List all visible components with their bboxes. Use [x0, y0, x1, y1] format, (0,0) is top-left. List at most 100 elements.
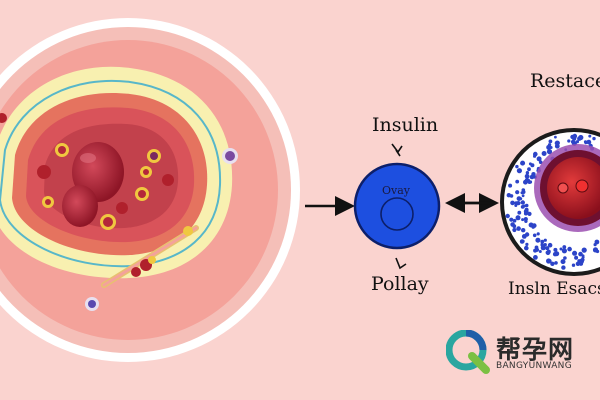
receptor-dot: [508, 183, 513, 188]
receptor-dot: [536, 232, 540, 236]
nucleus: [62, 142, 124, 227]
ovay-label: Ovay: [382, 184, 411, 197]
receptor-dot: [527, 167, 531, 172]
receptor-dot: [516, 201, 521, 206]
receptor-dot: [538, 250, 542, 253]
receptor-dot: [517, 210, 522, 215]
pointer-bottom: [395, 257, 407, 270]
receptor-dot: [592, 136, 596, 141]
restace-label: Restace: [530, 70, 600, 92]
receptor-dot: [538, 160, 543, 164]
receptor-dot: [543, 243, 547, 247]
receptor-dot: [521, 190, 526, 194]
receptor-dot: [515, 179, 520, 184]
receptor-dot: [577, 136, 582, 141]
receptor-dot: [572, 133, 578, 139]
receptor-dot: [510, 200, 515, 206]
receptor-dot: [524, 173, 530, 179]
receptor-dot: [535, 237, 541, 243]
receptor-dot: [533, 255, 538, 260]
receptor-dot: [524, 245, 529, 251]
receptor-dot: [554, 261, 558, 265]
receptor-dot: [519, 239, 525, 244]
receptor-dot: [516, 226, 521, 231]
receptor-dot: [515, 215, 521, 221]
receptor-dot: [524, 203, 529, 208]
insln-esacs-label: Insln Esacs: [508, 279, 600, 299]
receptor-dot: [588, 134, 592, 138]
receptor-dot: [512, 227, 517, 233]
receptor-dot: [516, 196, 522, 202]
receptor-dot: [559, 247, 563, 251]
receptor-dot: [574, 255, 579, 260]
receptor-dot: [540, 242, 544, 246]
receptor-dot: [531, 172, 536, 177]
receptor-dot: [554, 251, 560, 257]
watermark-chinese: 帮孕网: [496, 335, 575, 364]
receptor-dot: [593, 243, 597, 247]
receptor-dot: [521, 218, 525, 222]
receptor-dot: [520, 205, 525, 209]
insulin-label: Insulin: [372, 114, 439, 136]
receptor-dot: [547, 143, 552, 147]
receptor-dot: [520, 160, 526, 166]
watermark-english: BANGYUNWANG: [496, 361, 572, 371]
receptor-dot: [553, 247, 558, 252]
receptor-dot: [554, 143, 560, 149]
receptor-dot: [548, 139, 553, 144]
receptor-dot: [530, 163, 535, 168]
receptor-dot: [516, 168, 523, 174]
receptor-dot: [567, 139, 571, 143]
receptor-dot: [512, 218, 517, 223]
receptor-dot: [560, 259, 566, 265]
receptor-dot: [533, 151, 538, 157]
receptor-dot: [575, 261, 581, 266]
receptor-dot: [561, 248, 568, 254]
receptor-dot: [536, 156, 542, 162]
receptor-dot: [543, 238, 547, 242]
receptor-dot: [578, 251, 583, 257]
receptor-dot: [521, 228, 526, 233]
receptor-dot: [545, 246, 550, 251]
receptor-dot: [581, 254, 585, 258]
receptor-dot: [532, 233, 537, 238]
target-cell: [500, 128, 600, 276]
receptor-dot: [561, 265, 566, 270]
receptor-dot: [521, 234, 527, 239]
blue-cell: [353, 162, 441, 250]
receptor-dot: [520, 200, 525, 205]
receptor-dot: [524, 219, 528, 223]
receptor-dot: [523, 211, 528, 216]
receptor-dot: [571, 263, 576, 267]
receptor-dot: [549, 146, 553, 149]
receptor-dot: [534, 247, 540, 252]
pointer-top: [391, 143, 403, 157]
receptor-dot: [510, 222, 515, 227]
receptor-dot: [545, 251, 549, 254]
q-logo-icon: [446, 330, 490, 374]
large-cell: [0, 18, 300, 362]
receptor-dot: [524, 207, 529, 212]
receptor-dot: [521, 194, 525, 198]
receptor-dot: [509, 194, 514, 198]
receptor-dot: [580, 257, 585, 262]
receptor-dot: [562, 245, 567, 249]
receptor-dot: [546, 258, 552, 264]
receptor-dot: [546, 149, 553, 155]
receptor-dot: [563, 256, 567, 260]
receptor-dot: [525, 171, 530, 175]
receptor-dot: [554, 135, 557, 139]
watermark: 帮孕网 BANGYUNWANG: [446, 330, 596, 374]
receptor-dot: [527, 211, 532, 216]
receptor-dot: [515, 190, 520, 195]
receptor-dot: [531, 225, 535, 229]
receptor-dot: [567, 246, 572, 252]
receptor-dot: [542, 152, 546, 156]
organelles: [0, 113, 238, 311]
receptor-dot: [524, 178, 529, 182]
receptor-dot: [583, 140, 588, 144]
receptor-dot: [540, 239, 545, 244]
receptor-dot: [509, 217, 514, 222]
receptor-dot: [586, 139, 592, 145]
